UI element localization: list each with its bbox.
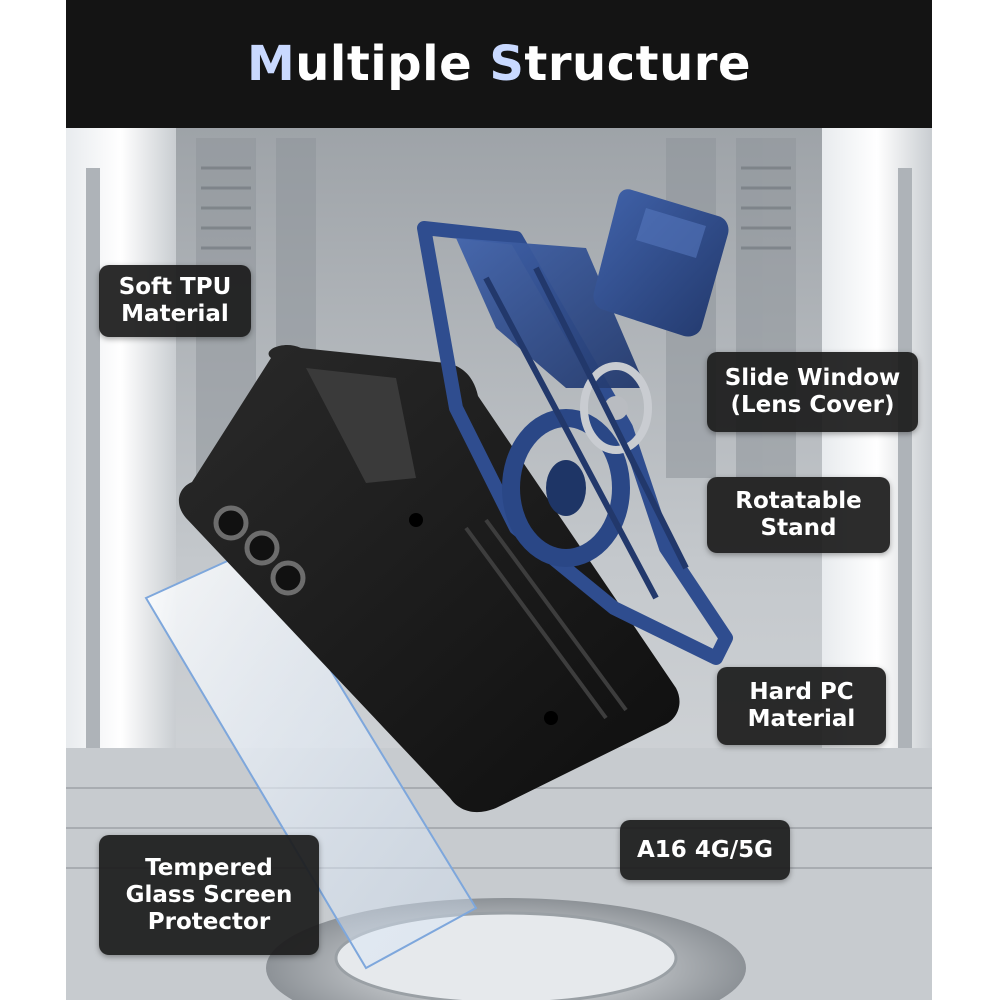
product-illustration — [66, 128, 932, 1000]
title-accent-m: M — [246, 36, 296, 92]
page-title: Multiple Structure — [247, 36, 751, 92]
label-slide-window-lens-cover: Slide Window(Lens Cover) — [707, 352, 918, 432]
wall-vents — [201, 166, 791, 250]
product-image-frame: Multiple Structure — [66, 0, 932, 1000]
camera-lens-1 — [213, 505, 249, 541]
rotatable-stand-ring — [502, 409, 630, 567]
header-bar: Multiple Structure — [66, 0, 932, 128]
black-tpu-case — [178, 345, 680, 813]
title-part-1: ultiple — [295, 36, 490, 92]
title-accent-s: S — [489, 36, 525, 92]
kickstand-ring-metal — [580, 362, 652, 454]
slide-window-cover — [593, 189, 729, 337]
camera-lens-2 — [244, 530, 280, 566]
label-model-a16: A16 4G/5G — [620, 820, 790, 880]
blue-pc-frame — [417, 221, 733, 665]
camera-lens-3 — [270, 560, 306, 596]
title-part-2: tructure — [524, 36, 752, 92]
